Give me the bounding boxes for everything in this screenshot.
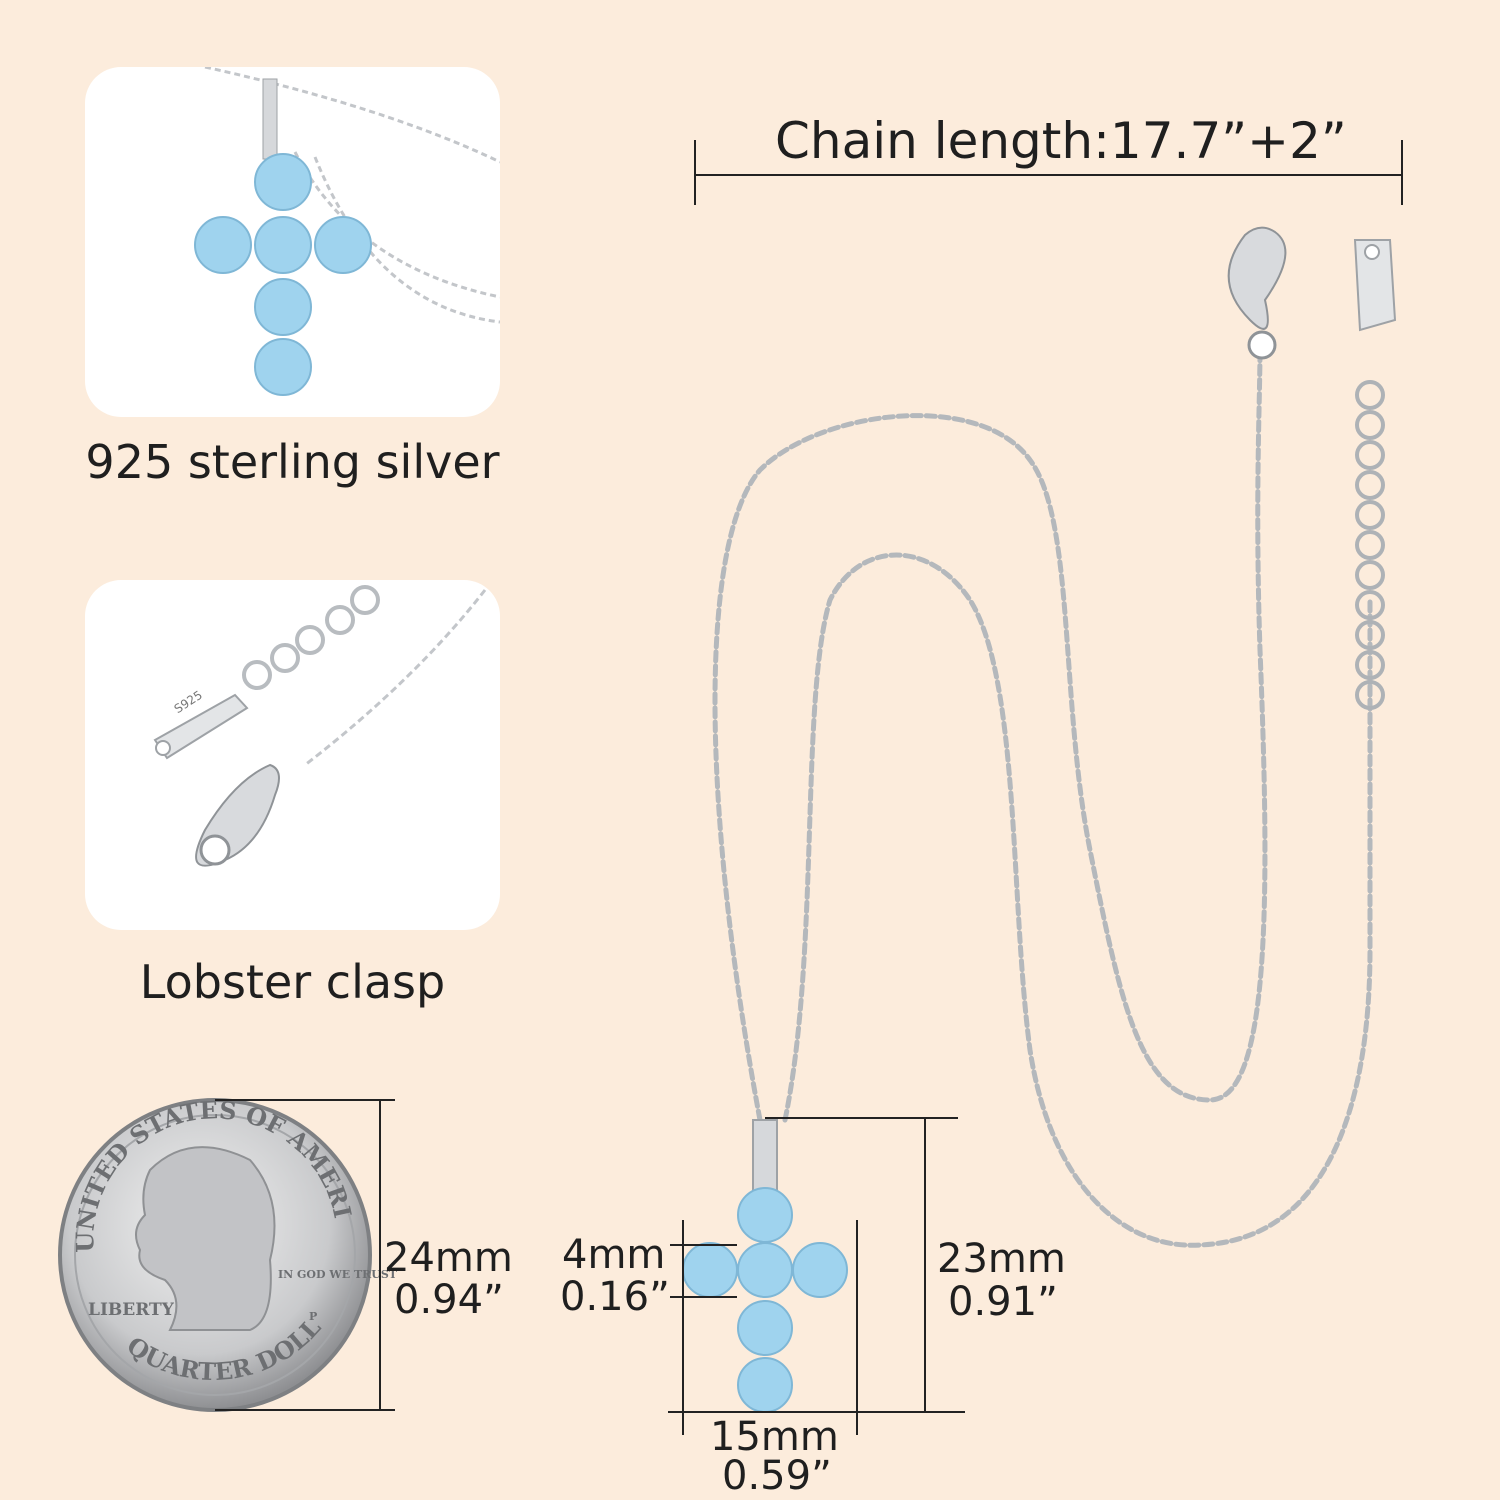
stone-size-mm: 4mm bbox=[562, 1232, 666, 1278]
stone-size-in: 0.16” bbox=[560, 1274, 670, 1320]
coin-height-mm: 24mm bbox=[384, 1235, 513, 1281]
chain-length-label: Chain length:17.7”+2” bbox=[775, 112, 1347, 170]
pendant-closeup-image bbox=[194, 67, 500, 396]
lobster-clasp-image bbox=[153, 585, 487, 867]
caption-lobster-clasp: Lobster clasp bbox=[139, 955, 446, 1009]
caption-sterling-silver: 925 sterling silver bbox=[85, 435, 500, 489]
pendant-width-mm: 15mm bbox=[710, 1414, 839, 1460]
coin-height-in: 0.94” bbox=[394, 1277, 504, 1323]
pendant-height-in: 0.91” bbox=[948, 1279, 1058, 1325]
coin-mint-mark: P bbox=[309, 1310, 317, 1323]
pendant-width-in: 0.59” bbox=[722, 1453, 832, 1499]
pendant-height-mm: 23mm bbox=[937, 1236, 1066, 1282]
feature-card-lobster-clasp: S925 bbox=[85, 580, 500, 930]
coin-liberty-text: LIBERTY bbox=[88, 1300, 175, 1320]
feature-card-sterling-silver bbox=[85, 67, 500, 417]
coin-motto-text: IN GOD WE TRUST bbox=[278, 1268, 398, 1281]
